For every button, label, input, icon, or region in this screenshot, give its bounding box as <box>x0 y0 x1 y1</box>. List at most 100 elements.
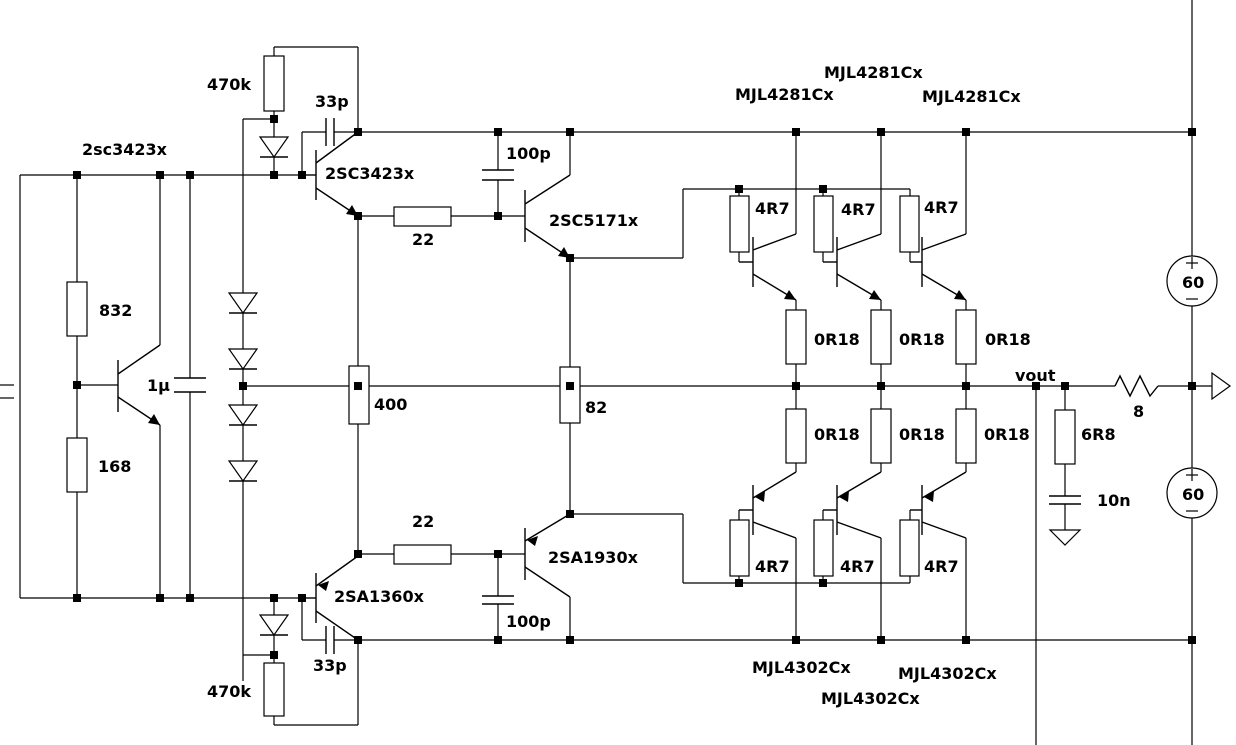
junction-dot <box>735 185 743 193</box>
junction-dot <box>156 171 164 179</box>
transistor-vbe-multiplier <box>117 344 161 426</box>
transistors <box>117 131 967 641</box>
label-r-6r8: 6R8 <box>1081 425 1116 444</box>
junction-dot <box>73 594 81 602</box>
capacitor-33p-top <box>325 118 335 146</box>
resistor-4r7-top-1 <box>729 195 750 253</box>
resistor-22-top <box>393 206 452 227</box>
label-r-0r18-top-1: 0R18 <box>814 330 860 349</box>
resistor-4r7-bottom-2 <box>813 519 834 577</box>
resistor-4r7-top-3 <box>899 195 920 253</box>
labels: 2sc3423x 2SC3423x 2SC5171x 2SA1360x 2SA1… <box>82 63 1204 708</box>
resistor-0r18-bottom-1 <box>785 408 807 464</box>
capacitors <box>174 118 1081 654</box>
resistor-4r7-bottom-1 <box>729 519 750 577</box>
resistor-470k-top <box>263 55 285 112</box>
label-r-0r18-bottom-2: 0R18 <box>899 425 945 444</box>
label-c-10n: 10n <box>1097 491 1131 510</box>
resistor-832 <box>66 281 88 337</box>
junction-dot <box>494 128 502 136</box>
junction-dot <box>1061 382 1069 390</box>
junction-dot <box>1032 382 1040 390</box>
junction-dot <box>186 594 194 602</box>
junction-dot <box>270 171 278 179</box>
junction-dot <box>962 382 970 390</box>
resistor-4r7-top-2 <box>813 195 834 253</box>
junction-dot <box>877 636 885 644</box>
resistor-400 <box>348 365 370 425</box>
resistor-6r8 <box>1054 409 1076 465</box>
voltage-source-top <box>1166 255 1218 307</box>
label-r-82: 82 <box>585 398 607 417</box>
label-c-100p-bottom: 100p <box>506 612 551 631</box>
resistor-82 <box>559 366 581 424</box>
diode-string-3 <box>227 404 259 427</box>
label-c-100p-top: 100p <box>506 144 551 163</box>
junction-dot <box>566 254 574 262</box>
label-r-0r18-bottom-1: 0R18 <box>814 425 860 444</box>
resistor-22-bottom <box>393 544 452 565</box>
label-v-top: 60 <box>1182 273 1204 292</box>
junction-dot <box>298 594 306 602</box>
junction-dot <box>494 636 502 644</box>
label-r-4r7-bottom-1: 4R7 <box>755 557 790 576</box>
junction-dot <box>354 128 362 136</box>
transistor-vas-bottom <box>524 513 571 598</box>
junction-dot <box>962 128 970 136</box>
capacitor-100p-top <box>482 169 514 181</box>
label-r-4r7-top-3: 4R7 <box>924 198 959 217</box>
label-q-vas-bottom: 2SA1930x <box>548 548 639 567</box>
resistor-0r18-top-3 <box>955 309 977 365</box>
resistor-0r18-bottom-2 <box>870 408 892 464</box>
label-q-out-top-3: MJL4281Cx <box>922 87 1021 106</box>
resistor-4r7-bottom-3 <box>899 519 920 577</box>
junction-dot <box>877 128 885 136</box>
junction-dot <box>354 636 362 644</box>
junction-dot <box>494 550 502 558</box>
label-q-out-bottom-2: MJL4302Cx <box>821 689 920 708</box>
capacitor-100p-bottom <box>482 595 514 605</box>
diode-string-1 <box>227 292 259 315</box>
junction-dot <box>819 185 827 193</box>
junction-dot <box>735 579 743 587</box>
junction-dot <box>566 636 574 644</box>
output-port-icon <box>1211 371 1232 401</box>
label-net-vout: vout <box>1015 366 1056 385</box>
label-r-4r7-top-1: 4R7 <box>755 199 790 218</box>
label-q-out-bottom-3: MJL4302Cx <box>898 664 997 683</box>
label-r-400: 400 <box>374 395 407 414</box>
label-r-168: 168 <box>98 457 131 476</box>
label-c-33p-bottom: 33p <box>313 656 347 675</box>
junction-dot <box>156 594 164 602</box>
junction-dot <box>1188 382 1196 390</box>
resistor-0r18-bottom-3 <box>955 408 977 464</box>
label-r-4r7-bottom-2: 4R7 <box>840 557 875 576</box>
junction-dot <box>354 212 362 220</box>
label-c-1u: 1µ <box>147 376 170 395</box>
resistors <box>66 55 1159 717</box>
resistor-168 <box>66 437 88 493</box>
label-r-22-top: 22 <box>412 230 434 249</box>
junction-dot <box>792 128 800 136</box>
junction-dot <box>73 171 81 179</box>
diode-top <box>258 136 290 159</box>
junction-dot <box>792 636 800 644</box>
capacitor-10n <box>1049 495 1081 505</box>
transistor-output-top-3 <box>910 233 967 301</box>
voltage-source-bottom <box>1166 467 1218 519</box>
label-q-driver-top: 2SC3423x <box>325 164 415 183</box>
junction-dot <box>566 382 574 390</box>
diode-string-2 <box>227 348 259 371</box>
junction-dot <box>270 115 278 123</box>
transistor-output-bottom-1 <box>739 471 797 539</box>
junction-dot <box>354 550 362 558</box>
resistor-load-8 <box>1114 374 1159 398</box>
junction-dots <box>73 115 1196 659</box>
junction-dot <box>298 171 306 179</box>
label-q-driver-bottom: 2SA1360x <box>334 587 425 606</box>
junction-dot <box>270 594 278 602</box>
junction-dot <box>877 382 885 390</box>
label-v-bottom: 60 <box>1182 485 1204 504</box>
diode-string-4 <box>227 460 259 483</box>
